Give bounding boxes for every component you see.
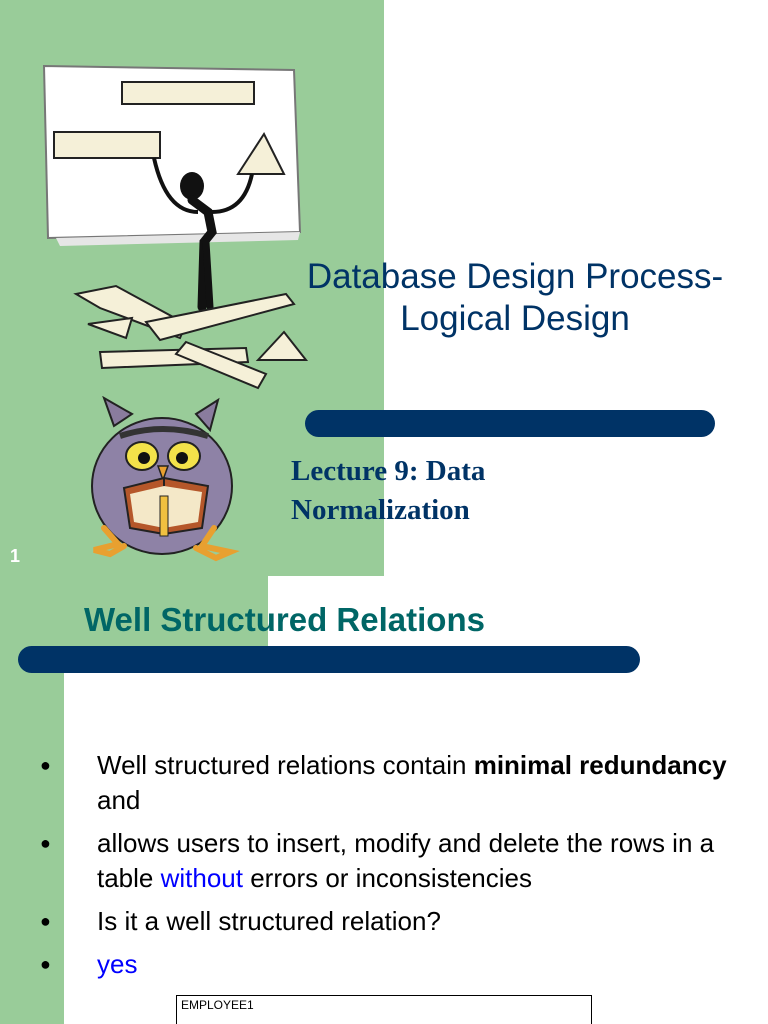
list-item: ● allows users to insert, modify and del… xyxy=(40,826,740,896)
bullet-dot-icon: ● xyxy=(40,954,51,974)
title-divider-bar xyxy=(18,646,640,673)
bullet-dot-icon: ● xyxy=(40,755,51,775)
slide-2: Well Structured Relations ● Well structu… xyxy=(0,576,768,1024)
table-caption: EMPLOYEE1 xyxy=(181,998,254,1012)
subtitle-line-2: Normalization xyxy=(291,494,470,526)
owl-reading-clipart xyxy=(91,396,240,562)
title-line-2: Logical Design xyxy=(400,299,630,338)
bullet-dot-icon: ● xyxy=(40,833,51,853)
list-item: ● Well structured relations contain mini… xyxy=(40,748,740,818)
title-divider-bar xyxy=(305,410,715,437)
employee-table-box: EMPLOYEE1 xyxy=(176,995,592,1024)
bullet-text-end: and xyxy=(97,785,141,815)
bullet-highlight-text: without xyxy=(160,863,243,893)
bullet-text: Is it a well structured relation? xyxy=(97,906,441,936)
bullet-text: Well structured relations contain xyxy=(97,750,474,780)
list-item: ● yes xyxy=(40,947,740,982)
bullet-text: allows users to insert, modify and delet… xyxy=(97,828,715,893)
title-line-1: Database Design Process- xyxy=(306,257,724,296)
slide-title: Well Structured Relations xyxy=(84,601,485,638)
bullet-bold-text: minimal redundancy xyxy=(473,750,727,780)
bullet-answer-text: yes xyxy=(97,949,138,979)
slide-title: Database Design Process- Logical Design xyxy=(262,256,768,340)
slide-1: Database Design Process- Logical Design … xyxy=(0,0,768,576)
slide-number: 1 xyxy=(10,546,21,566)
bullet-list: ● Well structured relations contain mini… xyxy=(40,748,740,990)
list-item: ● Is it a well structured relation? xyxy=(40,904,740,939)
subtitle-line-1: Lecture 9: Data xyxy=(291,455,486,487)
slide-subtitle: Lecture 9: Data Normalization xyxy=(291,452,731,530)
bullet-text-end: errors or inconsistencies xyxy=(243,863,532,893)
presenter-clipart xyxy=(42,64,309,390)
bullet-dot-icon: ● xyxy=(40,911,51,931)
